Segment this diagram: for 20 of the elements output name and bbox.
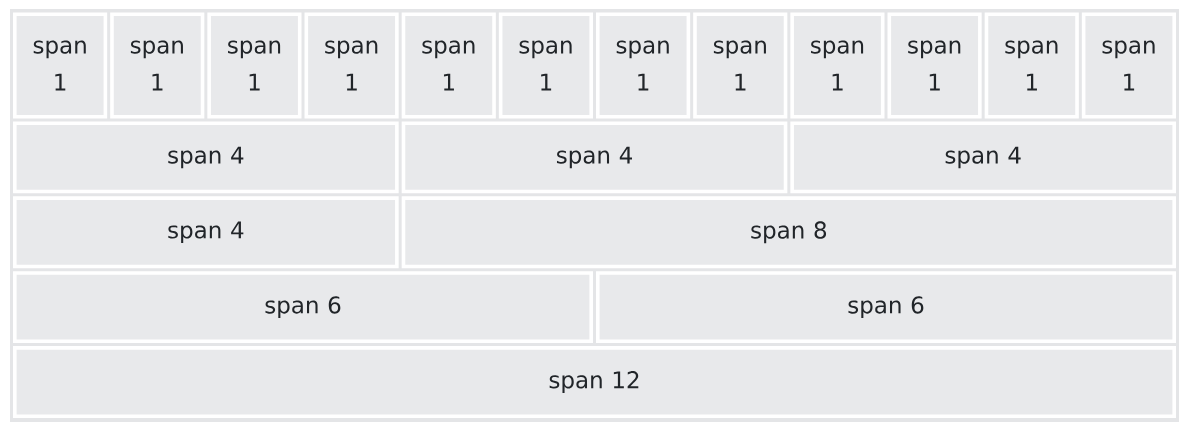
grid-cell: span 1: [693, 12, 788, 119]
grid-cell: span 1: [110, 12, 205, 119]
grid-cell: span 1: [984, 12, 1079, 119]
grid-cell: span 1: [596, 12, 691, 119]
grid-cell: span 4: [790, 121, 1176, 194]
grid-cell: span 1: [13, 12, 108, 119]
grid-cell: span 4: [13, 196, 399, 269]
grid-cell: span 12: [13, 346, 1176, 418]
grid-cell: span 1: [304, 12, 399, 119]
grid-cell: span 6: [13, 271, 593, 344]
grid-cell: span 1: [207, 12, 302, 119]
grid-cell: span 1: [887, 12, 982, 119]
grid-cell: span 1: [790, 12, 885, 119]
grid-cell: span 6: [596, 271, 1176, 344]
grid-cell: span 4: [13, 121, 399, 194]
grid-cell: span 1: [498, 12, 593, 119]
grid-cell: span 1: [1081, 12, 1176, 119]
grid-cell: span 8: [401, 196, 1176, 269]
grid-cell: span 1: [401, 12, 496, 119]
grid-cell: span 4: [401, 121, 788, 194]
